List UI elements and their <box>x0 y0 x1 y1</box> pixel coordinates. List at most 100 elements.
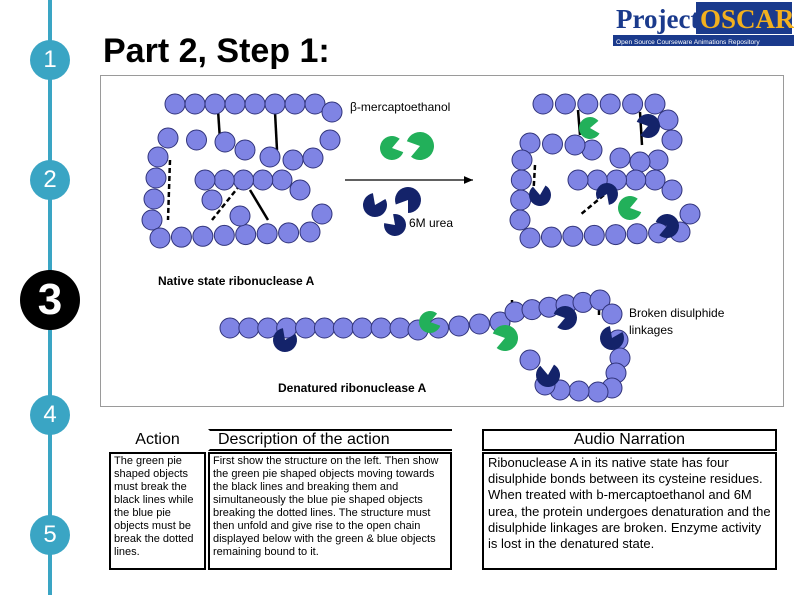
bead-broken <box>554 93 576 115</box>
bead-broken <box>511 149 533 171</box>
bead-broken <box>564 134 586 156</box>
bead-broken <box>629 151 651 173</box>
bead-broken <box>519 132 541 154</box>
header-action: Action <box>109 429 206 451</box>
bead-native <box>192 225 214 247</box>
green-pie-bound <box>618 196 642 221</box>
action-cell: The green pie shaped objects must break … <box>109 452 206 570</box>
bead-native <box>145 167 167 189</box>
header-description: Description of the action <box>208 429 452 451</box>
bead-denatured <box>295 317 317 339</box>
bead-native <box>201 189 223 211</box>
header-audio-text: Audio Narration <box>573 431 686 448</box>
bead-broken <box>510 189 532 211</box>
bead-broken <box>532 93 554 115</box>
bead-native <box>282 149 304 171</box>
logo-word-oscar: OSCAR <box>700 4 794 34</box>
bond-native-3 <box>166 159 172 221</box>
denatured-label: Denatured ribonuclease A <box>278 381 427 395</box>
bead-native <box>184 93 206 115</box>
bead-native <box>224 93 246 115</box>
reagent-urea-label: 6M urea <box>409 216 454 230</box>
step-4-badge[interactable]: 4 <box>30 395 70 435</box>
bead-denatured <box>219 317 241 339</box>
navy-pie-denatured <box>553 306 577 330</box>
bead-broken <box>657 109 679 131</box>
bead-denatured <box>238 317 260 339</box>
green-pie-bound <box>579 116 600 139</box>
bead-broken <box>510 169 532 191</box>
step-5-badge[interactable]: 5 <box>30 515 70 555</box>
bead-native <box>256 223 278 245</box>
navy-pie-reagent <box>363 193 388 217</box>
bead-denatured <box>601 303 623 325</box>
bead-broken <box>661 179 683 201</box>
bead-broken <box>605 224 627 246</box>
bond-native-2 <box>273 111 279 151</box>
bead-native <box>213 224 235 246</box>
project-oscar-logo: Project OSCAR Open Source Courseware Ani… <box>613 0 794 46</box>
step-5-label: 5 <box>43 521 57 548</box>
logo-tagline: Open Source Courseware Animations Reposi… <box>616 39 760 46</box>
bead-native <box>229 205 251 227</box>
bead-native <box>194 169 216 191</box>
bond-broken-3 <box>531 164 537 201</box>
audio-narration-cell: Ribonuclease A in its native state has f… <box>482 452 777 570</box>
bead-native <box>289 179 311 201</box>
bead-native <box>319 129 341 151</box>
bead-denatured <box>313 317 335 339</box>
step-3-badge[interactable]: 3 <box>20 270 80 330</box>
navy-pie-bound <box>529 185 551 207</box>
bead-native <box>271 169 293 191</box>
header-action-text: Action <box>135 431 180 448</box>
bead-denatured <box>469 313 490 335</box>
bead-denatured <box>370 317 392 339</box>
navy-pie-reagent <box>383 214 407 236</box>
bead-native <box>311 203 333 225</box>
navy-pie-bound <box>636 113 661 139</box>
bead-native <box>302 147 324 169</box>
bead-broken <box>583 224 605 246</box>
bead-native <box>259 146 281 168</box>
bead-broken <box>609 147 631 169</box>
step-1-label: 1 <box>43 46 57 73</box>
bead-native <box>252 169 274 191</box>
bead-native <box>149 227 171 249</box>
bead-native <box>214 131 236 153</box>
bead-native <box>244 93 266 115</box>
bead-broken <box>625 169 647 191</box>
bead-broken <box>626 223 648 245</box>
bead-native <box>284 93 306 115</box>
step-3-label: 3 <box>37 275 63 324</box>
bead-broken <box>577 93 599 115</box>
step-2-badge[interactable]: 2 <box>30 160 70 200</box>
description-cell: First show the structure on the left. Th… <box>208 452 452 570</box>
native-state-label: Native state ribonuclease A <box>158 274 315 288</box>
navy-pie-denatured <box>273 328 297 352</box>
diagram-frame <box>100 75 784 407</box>
broken-linkages-label-line1: Broken disulphide <box>629 306 725 320</box>
bead-native <box>147 146 169 168</box>
bead-broken <box>647 149 669 171</box>
bead-denatured <box>589 289 611 311</box>
bond-native-5 <box>248 189 270 221</box>
bead-native <box>304 93 326 115</box>
green-pie-denatured <box>418 311 441 333</box>
logo-word-project: Project <box>616 4 699 34</box>
bead-native <box>233 169 254 191</box>
page-title: Part 2, Step 1: <box>103 32 330 70</box>
reagent-mercaptoethanol-label: β-mercaptoethanol <box>350 100 451 114</box>
bead-native <box>213 169 235 191</box>
bead-broken <box>644 169 666 191</box>
header-audio: Audio Narration <box>482 429 777 451</box>
bead-native <box>141 209 163 231</box>
bead-denatured <box>448 315 470 337</box>
bead-native <box>157 127 179 149</box>
bead-native <box>170 226 192 248</box>
bead-broken <box>567 169 589 191</box>
bead-broken <box>679 203 701 225</box>
bead-native <box>204 93 226 115</box>
broken-linkages-label-line2: linkages <box>629 323 674 337</box>
step-1-badge[interactable]: 1 <box>30 40 70 80</box>
